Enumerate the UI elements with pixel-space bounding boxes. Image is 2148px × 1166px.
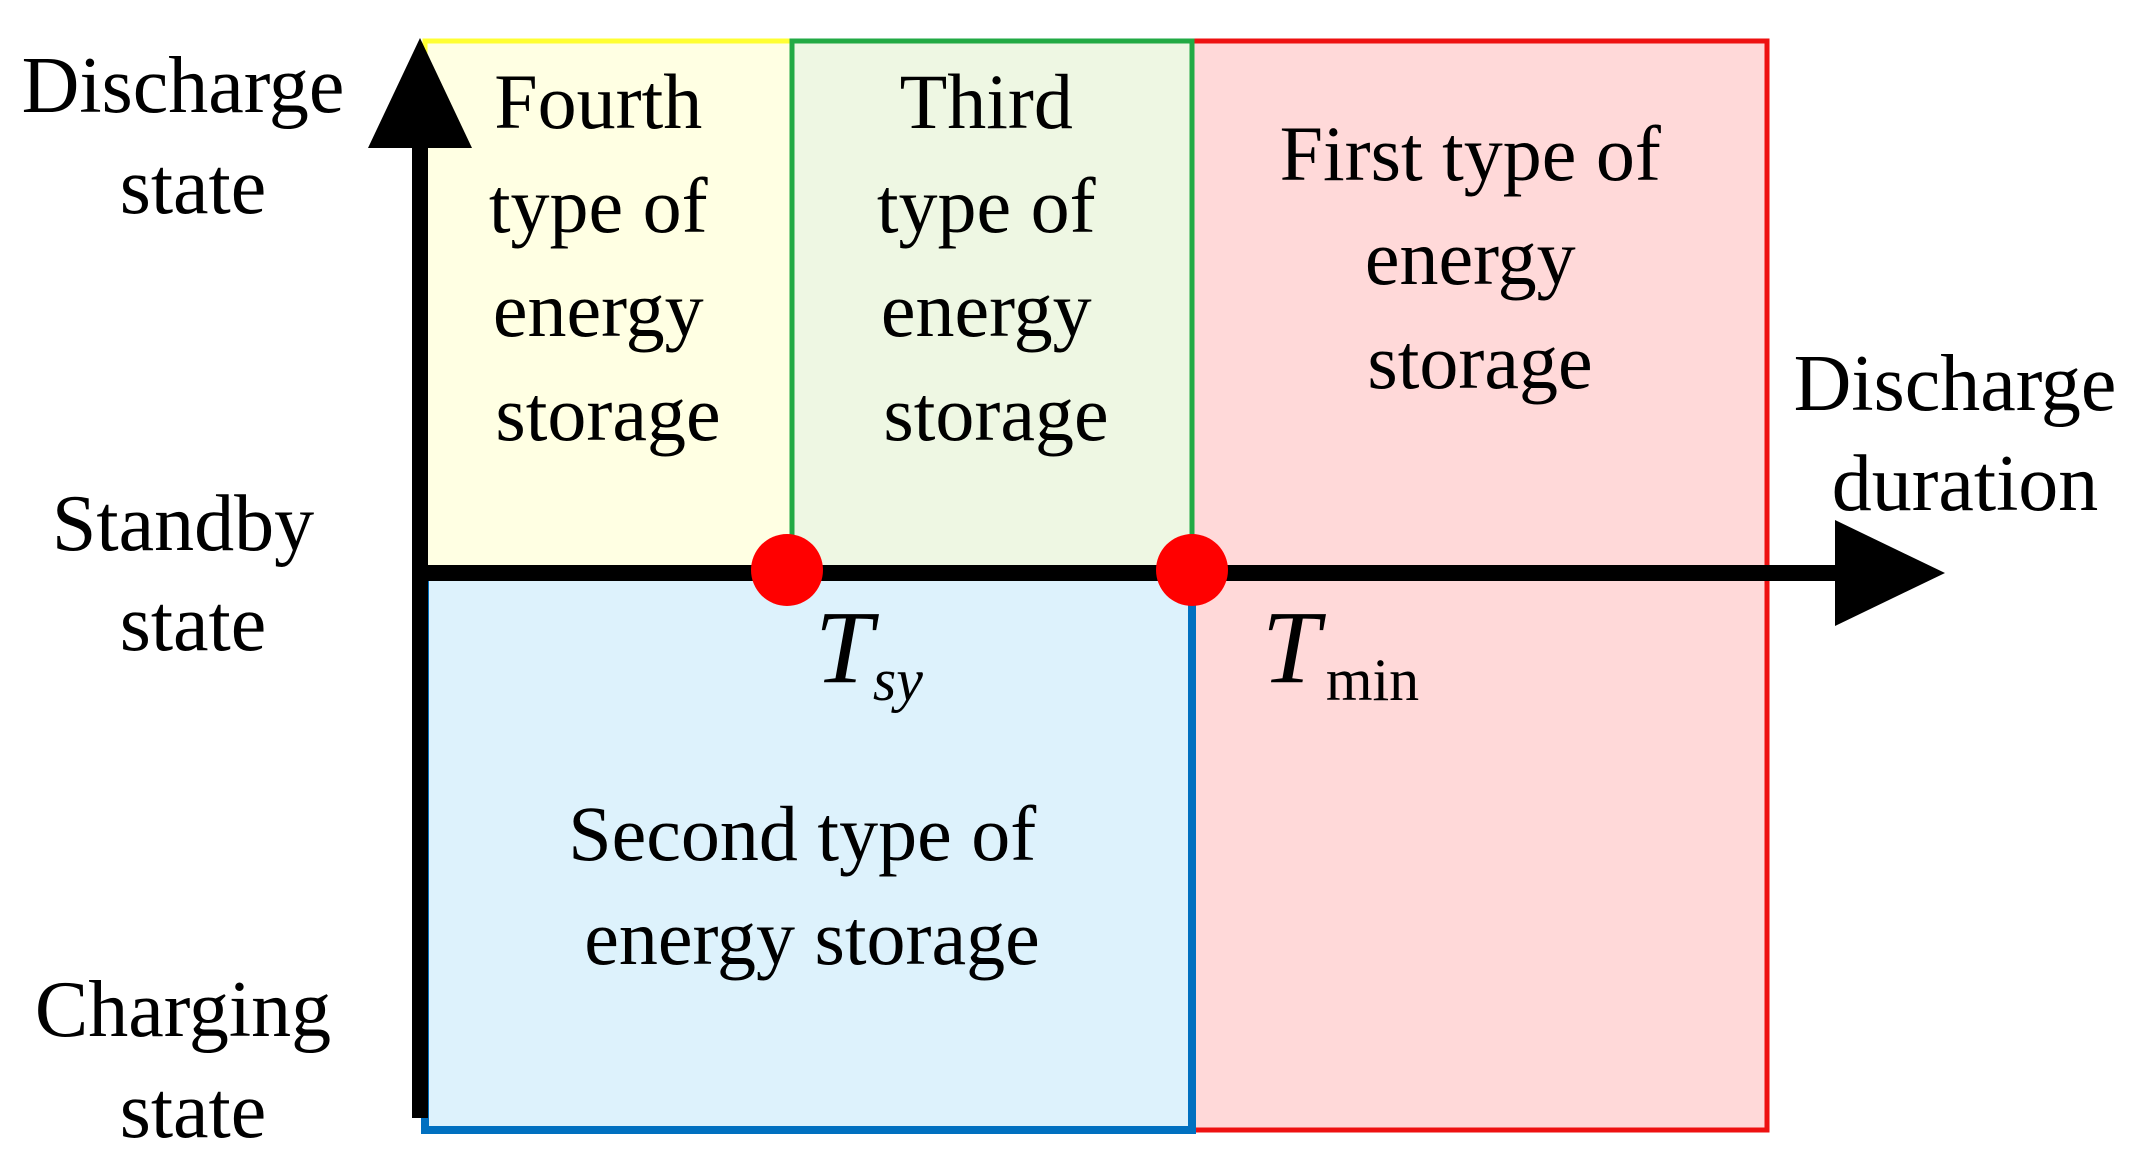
discharge-duration-line-1: Discharge	[1794, 340, 2117, 428]
charging-state-label: Charging state	[35, 966, 351, 1155]
tmin-symbol: T	[1262, 590, 1326, 705]
tmin-threshold-marker	[1156, 534, 1228, 606]
discharge-state-line-2: state	[120, 143, 267, 231]
third-type-label: Third type of energy storage	[877, 58, 1115, 457]
charging-state-line-1: Charging	[35, 966, 331, 1054]
tmin-subscript: min	[1326, 647, 1419, 713]
first-type-line-3: storage	[1367, 318, 1592, 405]
first-type-line-2: energy	[1365, 214, 1576, 301]
fourth-type-line-3: energy	[493, 266, 704, 353]
first-type-line-1: First type of	[1280, 110, 1661, 197]
second-type-line-2: energy storage	[584, 894, 1040, 981]
charging-state-line-2: state	[120, 1067, 267, 1155]
standby-state-label: Standby state	[52, 480, 334, 668]
horizontal-axis-arrowhead	[1835, 520, 1945, 626]
third-type-line-3: energy	[881, 266, 1092, 353]
standby-state-line-2: state	[120, 580, 267, 668]
fourth-type-line-1: Fourth	[494, 58, 702, 145]
tsy-threshold-marker	[751, 534, 823, 606]
tsy-symbol: T	[815, 590, 879, 705]
fourth-type-region	[422, 38, 795, 576]
standby-state-line-1: Standby	[52, 480, 314, 568]
tsy-threshold-label: Tsy	[815, 590, 923, 713]
third-type-line-1: Third	[900, 58, 1073, 145]
discharge-duration-line-2: duration	[1832, 440, 2099, 528]
third-type-region	[789, 38, 1195, 576]
first-type-label: First type of energy storage	[1280, 110, 1681, 405]
tsy-subscript: sy	[873, 647, 923, 713]
fourth-type-label: Fourth type of energy storage	[489, 58, 727, 457]
discharge-duration-label: Discharge duration	[1794, 340, 2137, 528]
vertical-axis-arrowhead	[368, 38, 472, 148]
third-type-line-4: storage	[883, 370, 1108, 457]
discharge-state-line-1: Discharge	[22, 42, 345, 130]
first-type-region	[1189, 38, 1770, 1133]
third-type-line-2: type of	[877, 162, 1096, 249]
fourth-type-line-4: storage	[495, 370, 720, 457]
fourth-type-line-2: type of	[489, 162, 708, 249]
discharge-state-label: Discharge state	[22, 42, 365, 231]
second-type-label: Second type of energy storage	[568, 790, 1055, 981]
second-type-line-1: Second type of	[568, 790, 1036, 877]
